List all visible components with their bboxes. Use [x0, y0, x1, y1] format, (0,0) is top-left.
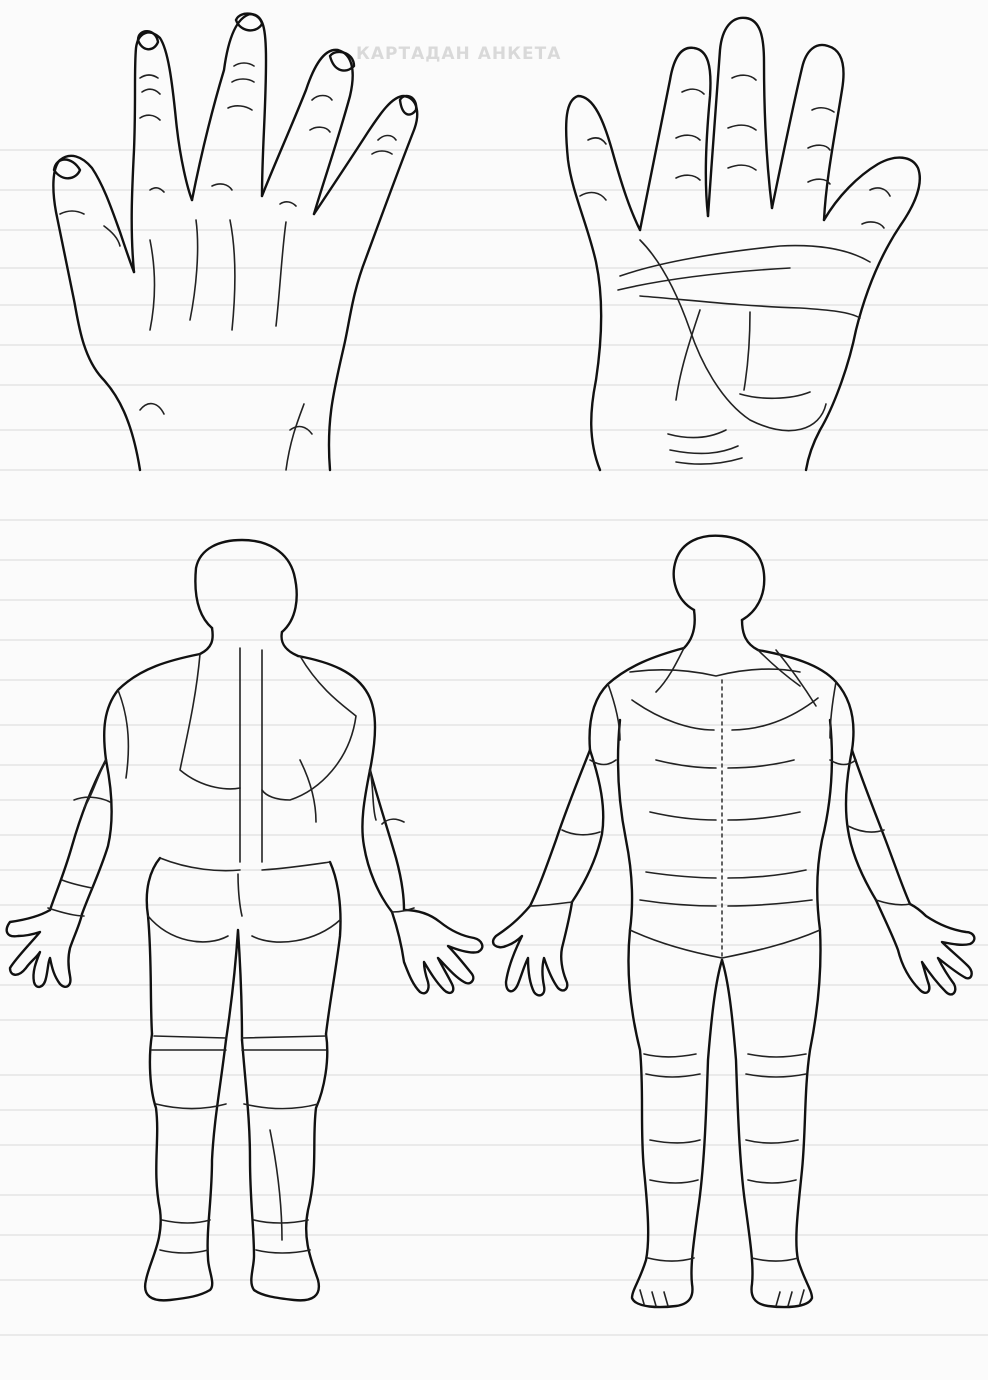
body-map-sheet: КАРТАДАН АНКЕТА [0, 0, 988, 1380]
body-front-outline-icon [0, 0, 988, 1380]
